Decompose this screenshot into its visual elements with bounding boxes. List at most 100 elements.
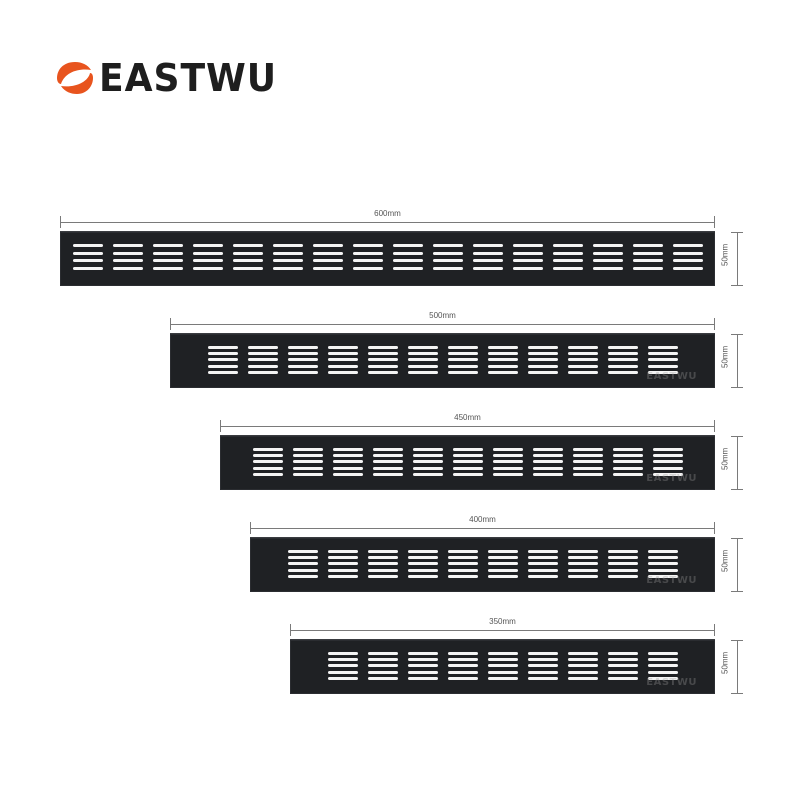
vent-slot (332, 448, 363, 451)
vent-slot (592, 244, 623, 247)
vent-slot (252, 466, 283, 470)
vent-slot (512, 251, 543, 255)
vent-slot (487, 364, 518, 368)
vent-slot-group (632, 242, 663, 275)
vent-slot (247, 370, 278, 374)
vent-slot-group (647, 344, 678, 377)
vent-slot (572, 472, 603, 476)
vent-slot (607, 370, 638, 374)
vent-slot (552, 244, 583, 247)
vent-slot (367, 676, 398, 680)
vent-slot-group (367, 344, 398, 377)
vent-slot (527, 658, 558, 662)
vent-slot-group (152, 242, 183, 275)
vent-slot (152, 251, 183, 255)
vent-slot (672, 244, 703, 247)
vent-slot (252, 448, 283, 451)
width-label: 400mm (469, 515, 496, 524)
vent-slot (632, 259, 663, 262)
vent-slot-group (447, 650, 478, 683)
vent-slot-group (407, 548, 438, 581)
vent-slot-group (572, 446, 603, 479)
width-dimension: 450mm (220, 410, 715, 432)
vent-slot (287, 550, 318, 553)
vent-slot (247, 364, 278, 368)
vent-slot (392, 266, 423, 270)
vent-slot (647, 364, 678, 368)
vent-slot (247, 352, 278, 356)
vent-slot (472, 244, 503, 247)
vent-slot (292, 472, 323, 476)
vent-slot (367, 568, 398, 572)
vent-slot-group (607, 344, 638, 377)
vent-slot (407, 370, 438, 374)
vent-slot-group (287, 548, 318, 581)
vent-slot (567, 364, 598, 368)
vent-slot-group (527, 650, 558, 683)
vent-slot-group (287, 344, 318, 377)
vent-slot-group (327, 344, 358, 377)
vent-slot-group (487, 344, 518, 377)
vent-slot (632, 251, 663, 255)
vent-slot (447, 670, 478, 674)
vent-slot (612, 454, 643, 458)
vent-slot (327, 670, 358, 674)
vent-slot-group (292, 446, 323, 479)
vent-slot-group (312, 242, 343, 275)
vent-slot-group (272, 242, 303, 275)
vent-slot (632, 266, 663, 270)
width-dimension: 500mm (170, 308, 715, 330)
vent-slot (607, 658, 638, 662)
vent-slot (367, 556, 398, 560)
vent-slot (487, 652, 518, 655)
vent-slot (527, 652, 558, 655)
vent-slot-group (432, 242, 463, 275)
vent-slot (407, 574, 438, 578)
vent-slot-group (592, 242, 623, 275)
vent-slot (412, 448, 443, 451)
vent-slot (552, 251, 583, 255)
vent-slot (527, 676, 558, 680)
vent-slot (112, 251, 143, 255)
vent-slot (492, 448, 523, 451)
vent-slot (487, 562, 518, 566)
vent-slot-group (647, 548, 678, 581)
vent-slot (432, 251, 463, 255)
vent-slot (232, 251, 263, 255)
vent-slot (232, 244, 263, 247)
grille-plate (60, 231, 715, 286)
vent-slot (232, 259, 263, 262)
vent-slot-group (412, 446, 443, 479)
vent-slot (607, 568, 638, 572)
vent-slot (447, 574, 478, 578)
vent-slot (407, 364, 438, 368)
vent-slot (552, 259, 583, 262)
width-dimension: 350mm (290, 614, 715, 636)
height-dimension: 50mm (717, 640, 743, 694)
vent-slot (292, 454, 323, 458)
vent-slot (512, 266, 543, 270)
vent-slot (447, 550, 478, 553)
vent-slot (432, 259, 463, 262)
vent-slot (647, 670, 678, 674)
vent-slot (607, 652, 638, 655)
grille-plate: EASTWU (250, 537, 715, 592)
vent-slot (532, 460, 563, 464)
vent-slot (407, 556, 438, 560)
grille-plate: EASTWU (290, 639, 715, 694)
vent-slot (567, 556, 598, 560)
vent-slot-group (532, 446, 563, 479)
height-dimension: 50mm (717, 436, 743, 490)
vent-slot (487, 664, 518, 668)
vent-slot (432, 244, 463, 247)
vent-slot (552, 266, 583, 270)
vent-slot (652, 466, 683, 470)
vent-slot (652, 460, 683, 464)
vent-slot (287, 346, 318, 349)
vent-slot-group (647, 650, 678, 683)
vent-slot (567, 676, 598, 680)
vent-slot (647, 370, 678, 374)
vent-slot (532, 448, 563, 451)
vent-slot (367, 550, 398, 553)
